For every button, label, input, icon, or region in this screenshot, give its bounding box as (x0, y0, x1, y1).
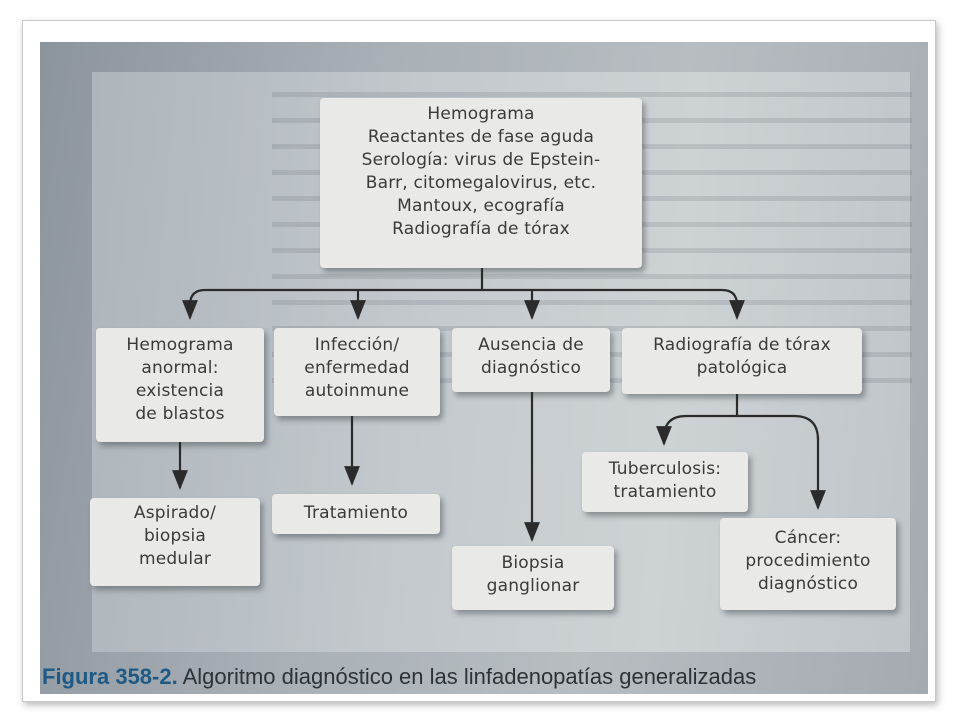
box-aspirado-biopsia-text: Aspirado/ biopsia medular (133, 503, 217, 569)
box-infeccion-autoinmune-text: Infección/ enfermedad autoinmune (304, 335, 410, 401)
box-cancer-text: Cáncer: procedimiento diagnóstico (745, 528, 871, 594)
box-radiografia-patologica: Radiografía de tórax patológica (622, 328, 862, 394)
box-tuberculosis-text: Tuberculosis: tratamiento (608, 459, 722, 502)
box-ausencia-diagnostico-text: Ausencia de diagnóstico (478, 335, 584, 378)
box-ausencia-diagnostico: Ausencia de diagnóstico (452, 328, 610, 392)
box-infeccion-autoinmune: Infección/ enfermedad autoinmune (274, 328, 440, 416)
box-root-tests: Hemograma Reactantes de fase aguda Serol… (320, 98, 642, 268)
box-tratamiento: Tratamiento (272, 494, 440, 534)
box-biopsia-ganglionar: Biopsia ganglionar (452, 546, 614, 610)
figure-caption-text: Algoritmo diagnóstico en las linfadenopa… (177, 664, 757, 689)
connector-radiografia-bus (662, 414, 820, 441)
box-tratamiento-text: Tratamiento (303, 503, 409, 523)
box-hemograma-anormal-text: Hemograma anormal: existencia de blastos (126, 335, 234, 424)
box-aspirado-biopsia: Aspirado/ biopsia medular (90, 498, 260, 586)
box-hemograma-anormal: Hemograma anormal: existencia de blastos (96, 328, 264, 442)
box-cancer: Cáncer: procedimiento diagnóstico (720, 518, 896, 610)
figure-caption-label: Figura 358-2. (42, 664, 178, 689)
box-radiografia-patologica-text: Radiografía de tórax patológica (653, 335, 831, 378)
figure-caption: Figura 358-2. Algoritmo diagnóstico en l… (42, 664, 932, 690)
connector-root-bus (188, 288, 739, 306)
box-tuberculosis: Tuberculosis: tratamiento (582, 452, 748, 512)
box-biopsia-ganglionar-text: Biopsia ganglionar (486, 553, 580, 596)
box-root-tests-text: Hemograma Reactantes de fase aguda Serol… (361, 104, 601, 239)
